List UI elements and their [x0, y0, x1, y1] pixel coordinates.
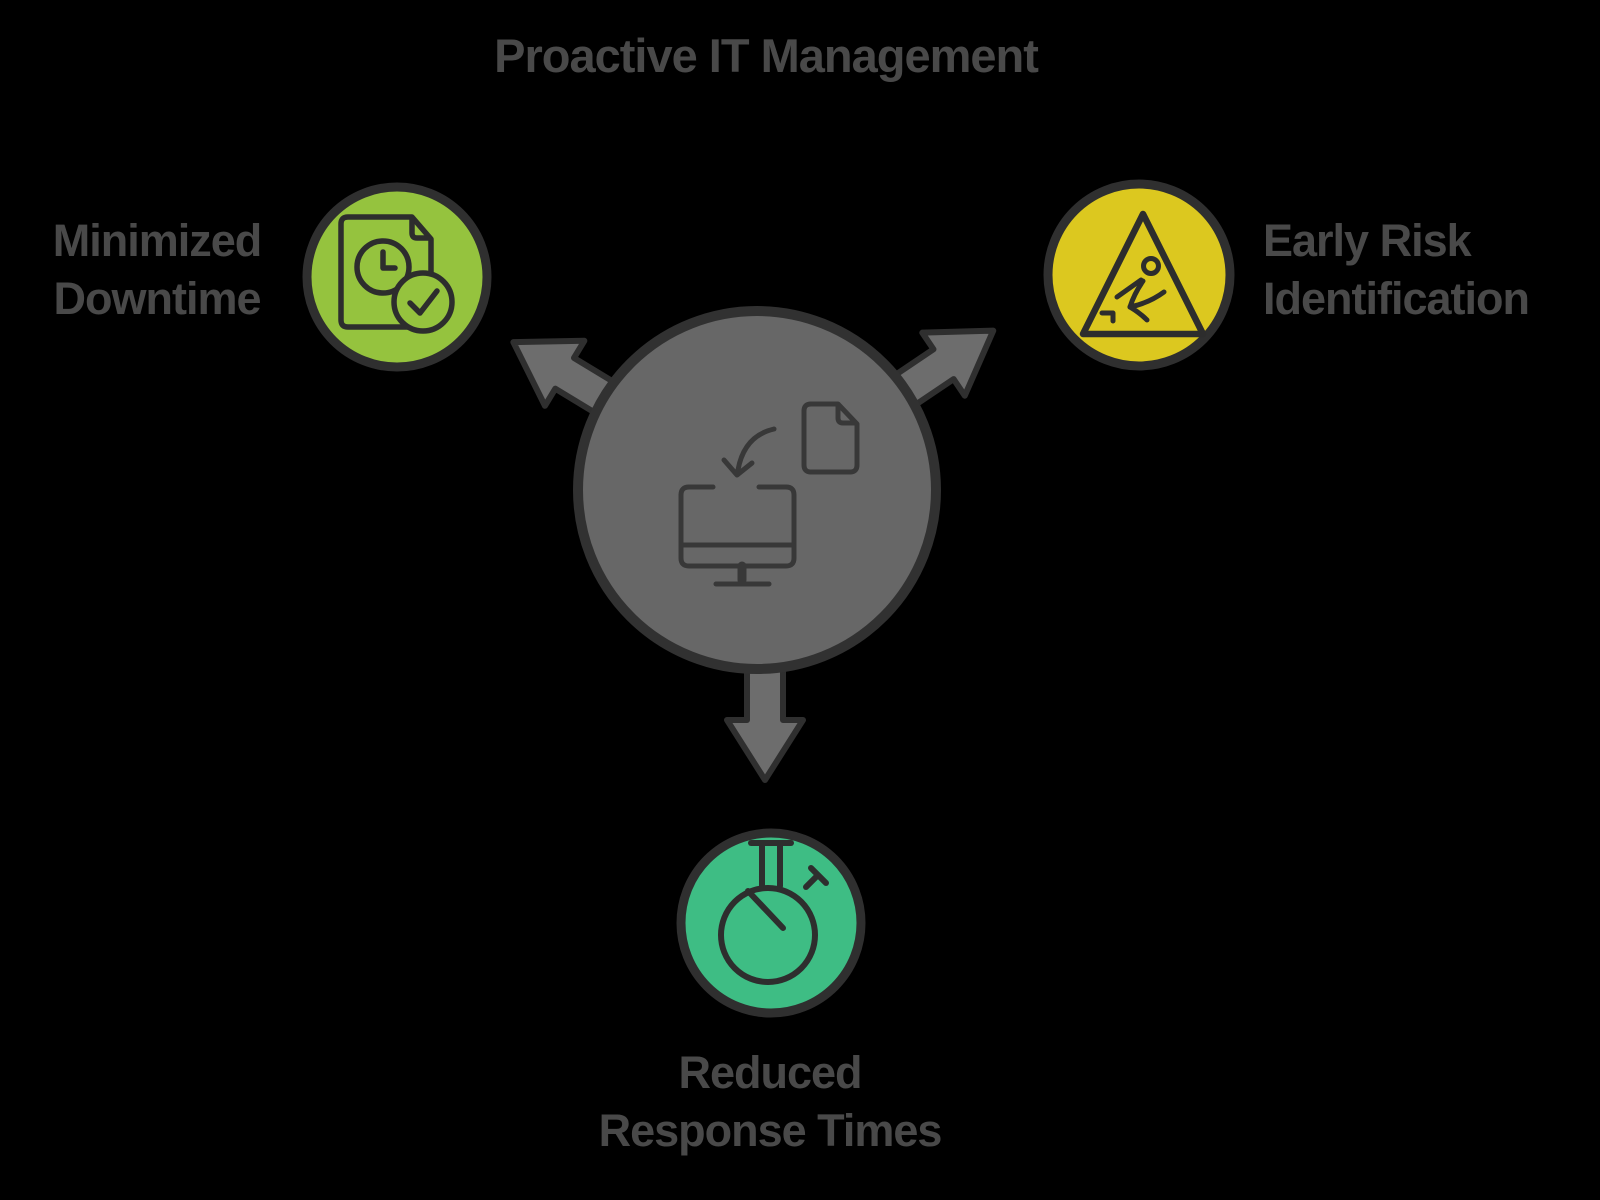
label-line: Early Risk: [1263, 215, 1472, 266]
check-badge-circle: [391, 270, 455, 334]
stopwatch-side-button-stem: [803, 873, 820, 890]
document-shape: [801, 401, 860, 475]
document-fold: [409, 216, 432, 241]
benefit-node-early-risk: [1043, 179, 1235, 371]
document-clock-check-icon: [338, 214, 455, 334]
stopwatch-hand: [745, 888, 786, 931]
file-transfer-to-computer-icon: [678, 401, 860, 587]
warning-triangle: [1079, 210, 1207, 338]
person-arm: [1114, 277, 1144, 300]
ground-edge-mark: [1099, 310, 1116, 324]
label-line: Identification: [1263, 273, 1530, 324]
label-line: Response Times: [598, 1105, 943, 1156]
label-line: Downtime: [53, 273, 261, 324]
slip-hazard-warning-icon: [1079, 210, 1207, 338]
clock-face: [354, 238, 412, 296]
person-head: [1141, 256, 1161, 276]
person-leg-bent: [1127, 304, 1150, 323]
diagram-title: Proactive IT Management: [494, 29, 1039, 82]
clock-hands: [380, 249, 398, 271]
label-reduced-response-times: Reduced Response Times: [470, 1044, 1070, 1160]
label-early-risk-identification: Early Risk Identification: [1263, 212, 1600, 328]
transfer-arrow-head: [721, 457, 755, 478]
center-hub-circle: [573, 306, 941, 674]
label-line: Reduced: [678, 1047, 862, 1098]
stopwatch-side-button-cap: [808, 865, 829, 886]
transfer-arrow-curve: [735, 426, 777, 473]
stopwatch-icon: [718, 840, 829, 985]
benefit-node-response-times: [676, 828, 866, 1018]
check-mark: [407, 288, 440, 316]
document-fold: [835, 403, 858, 426]
stopwatch-body: [718, 885, 818, 985]
label-minimized-downtime: Minimized Downtime: [0, 212, 314, 328]
benefit-node-minimized-downtime: [302, 182, 492, 372]
label-line: Minimized: [52, 215, 263, 266]
